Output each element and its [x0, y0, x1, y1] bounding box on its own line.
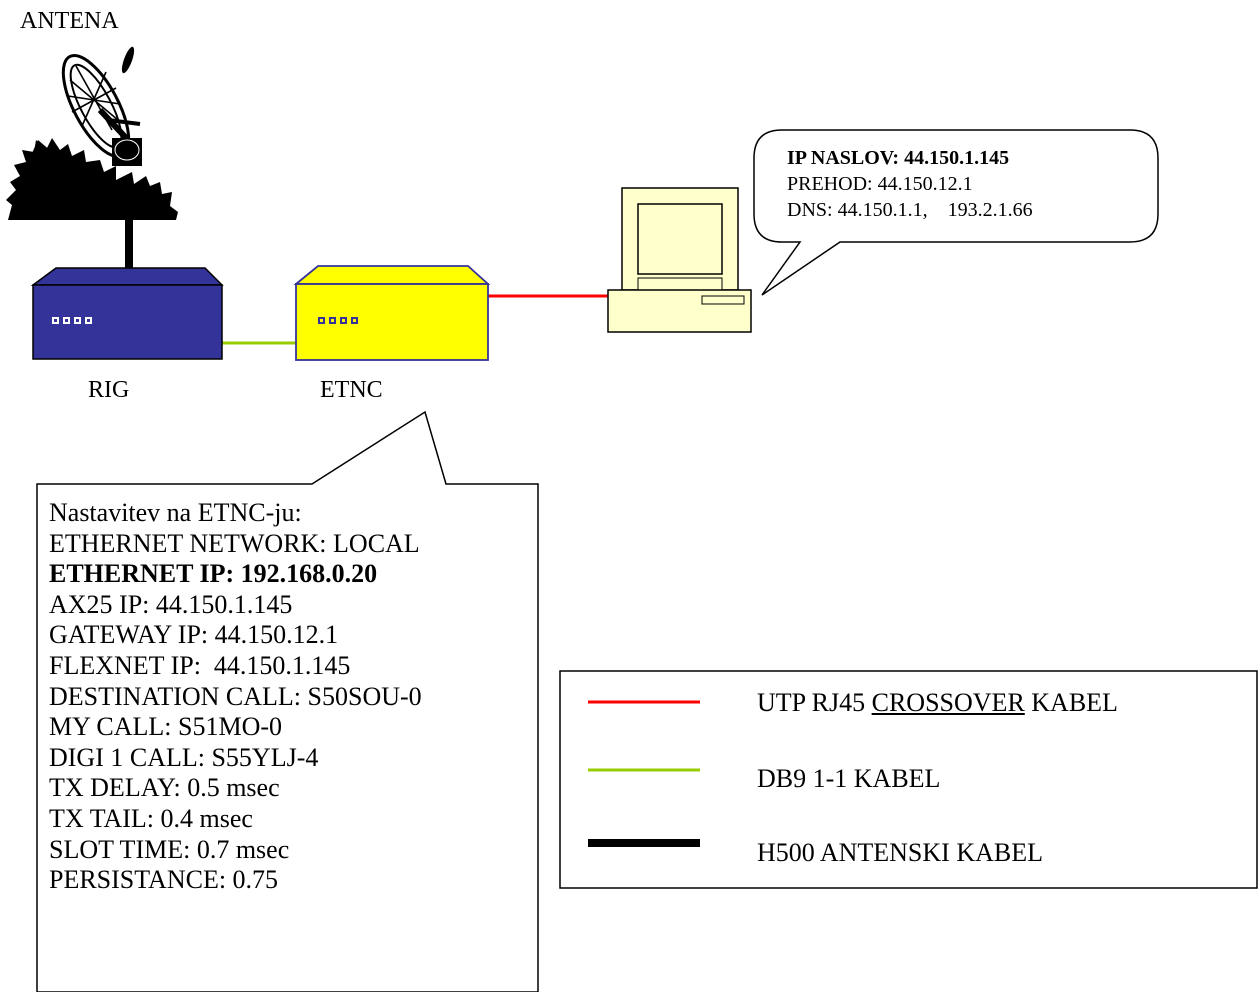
rig-led: [63, 317, 70, 324]
etnc-setting: PERSISTANCE: 0.75: [49, 865, 279, 895]
radio-rig-icon: [30, 267, 224, 360]
legend-label-antenna: H500 ANTENSKI KABEL: [757, 838, 1043, 867]
rig-led: [85, 317, 92, 324]
pc-callout-bubble: [753, 129, 1159, 296]
etnc-device-icon: [293, 265, 491, 361]
legend-utp-prefix: UTP RJ45: [757, 688, 872, 717]
rig-led: [74, 317, 81, 324]
etnc-settings-title: Nastavitev na ETNC-ju:: [49, 498, 302, 527]
rig-label: RIG: [88, 377, 130, 403]
satellite-dish-icon: [6, 46, 178, 220]
etnc-setting: SLOT TIME: 0.7 msec: [49, 834, 290, 864]
rig-leds: [52, 317, 92, 324]
etnc-led: [329, 317, 336, 324]
antenna-label: ANTENA: [20, 8, 119, 34]
etnc-led: [340, 317, 347, 324]
legend-box: [559, 670, 1258, 889]
etnc-callout-box: [36, 410, 539, 992]
etnc-leds: [318, 317, 358, 324]
legend-utp-suffix: KABEL: [1024, 688, 1118, 717]
pc-ip-address: IP NASLOV: 44.150.1.145: [787, 147, 1010, 169]
etnc-setting: ETHERNET NETWORK: LOCAL: [49, 528, 420, 558]
rig-led: [52, 317, 59, 324]
etnc-setting-ethernet-ip: ETHERNET IP: 192.168.0.20: [49, 559, 378, 589]
pc-gateway: PREHOD: 44.150.12.1: [787, 173, 973, 195]
etnc-setting: TX DELAY: 0.5 msec: [49, 773, 280, 803]
etnc-setting: MY CALL: S51MO-0: [49, 712, 283, 742]
legend-label-db9: DB9 1-1 KABEL: [757, 764, 941, 793]
legend-utp-crossover: CROSSOVER: [871, 688, 1025, 717]
etnc-setting: FLEXNET IP: 44.150.1.145: [49, 650, 351, 680]
etnc-led: [318, 317, 325, 324]
legend-label-utp: UTP RJ45 CROSSOVER KABEL: [757, 690, 1118, 716]
etnc-setting: DESTINATION CALL: S50SOU-0: [49, 681, 422, 711]
pc-dns: DNS: 44.150.1.1, 193.2.1.66: [787, 199, 1033, 221]
etnc-setting: DIGI 1 CALL: S55YLJ-4: [49, 742, 319, 772]
etnc-setting: GATEWAY IP: 44.150.12.1: [49, 620, 339, 650]
etnc-led: [351, 317, 358, 324]
pc-callout-text: IP NASLOV: 44.150.1.145 PREHOD: 44.150.1…: [787, 145, 1033, 223]
etnc-setting: TX TAIL: 0.4 msec: [49, 803, 253, 833]
etnc-settings-list: Nastavitev na ETNC-ju: ETHERNET NETWORK:…: [49, 498, 422, 896]
etnc-label: ETNC: [320, 377, 383, 403]
etnc-setting: AX25 IP: 44.150.1.145: [49, 589, 293, 619]
desktop-computer-icon: [607, 187, 752, 333]
